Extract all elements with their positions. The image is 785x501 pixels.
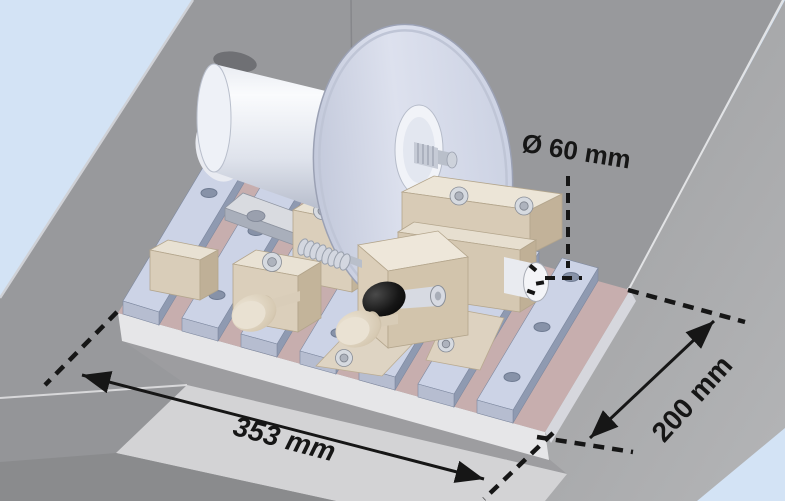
workpiece-cylinder [504,257,549,302]
extension-line-bottom [536,434,634,455]
clamp-knob-left [231,291,300,332]
clamp-screw-assembly [362,281,446,317]
ball-knob [362,281,406,317]
clamping-fixtures [231,175,564,377]
extension-line-right [482,431,555,501]
dimension-length [43,310,555,501]
background-corner [728,448,785,501]
dimension-diameter [545,176,582,280]
clamp-knob-center [335,310,398,348]
left-edge-highlight [0,0,195,299]
rail-hole [503,372,521,382]
rail-hole [200,188,218,198]
rail-hole [533,322,551,332]
spring-screw [297,238,362,271]
extension-line-left [43,310,119,387]
spindle-end-cap [196,63,232,173]
dimension-arrow-353 [81,371,485,483]
stud-nut [446,151,458,169]
spindle-stud [414,142,458,169]
dimension-arrow-200 [588,319,716,440]
bar-hole [246,210,266,222]
extension-line-top [627,287,746,325]
dimension-depth [536,287,746,455]
rear-block-left [148,239,220,301]
